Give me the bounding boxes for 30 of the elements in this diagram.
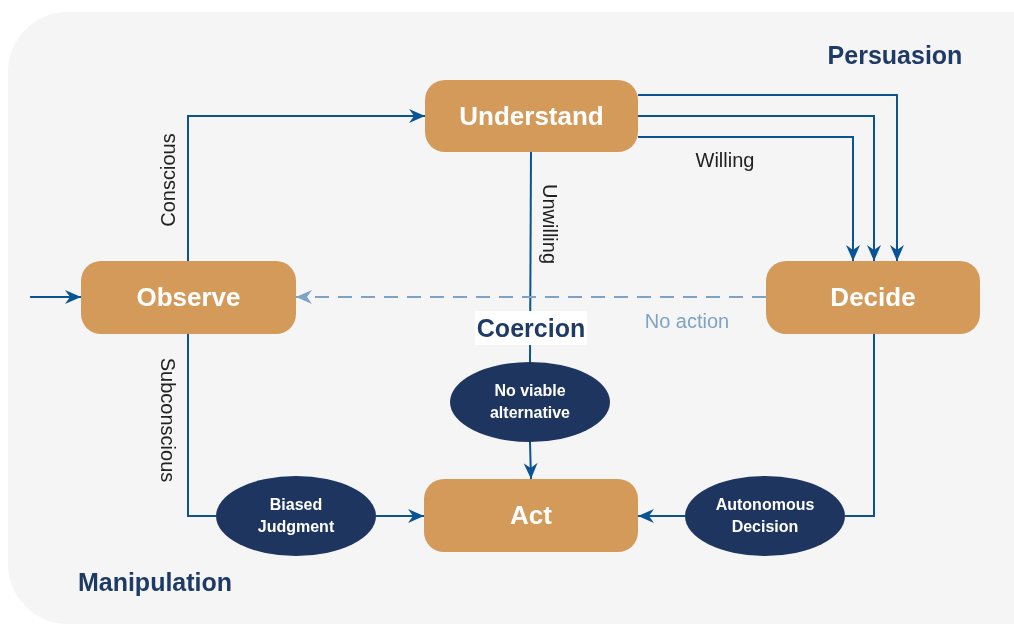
arrow <box>187 109 426 262</box>
node-label: No viable alternative <box>488 380 571 423</box>
section-label: Coercion <box>474 311 588 345</box>
section-label: Persuasion <box>827 40 963 70</box>
node-label: Act <box>510 500 552 531</box>
node-label: Decide <box>830 282 916 313</box>
section-label: Manipulation <box>77 567 233 597</box>
arrow <box>637 136 860 262</box>
process-box <box>425 80 638 152</box>
edge-label: No action <box>644 311 730 331</box>
process-box <box>424 479 638 552</box>
arrow <box>637 509 686 523</box>
node-label: Understand <box>459 100 604 132</box>
node-label: Biased Judgment <box>256 494 336 537</box>
arrow <box>637 94 904 262</box>
edge-label: Conscious <box>158 133 178 227</box>
edge-label: Subconscious <box>158 357 178 483</box>
arrow <box>375 509 425 523</box>
edge-label: Willing <box>695 150 755 170</box>
connector-line <box>844 333 875 517</box>
arrow <box>29 290 82 304</box>
arrow <box>523 441 538 480</box>
node-label: Autonomous Decision <box>714 494 816 537</box>
dashed-arrow <box>295 290 767 304</box>
process-box <box>766 261 980 334</box>
arrow <box>637 115 881 262</box>
edge-label: Unwilling <box>540 184 560 264</box>
process-box <box>81 261 296 334</box>
connector-line <box>187 333 217 517</box>
node-label: Observe <box>136 282 241 313</box>
